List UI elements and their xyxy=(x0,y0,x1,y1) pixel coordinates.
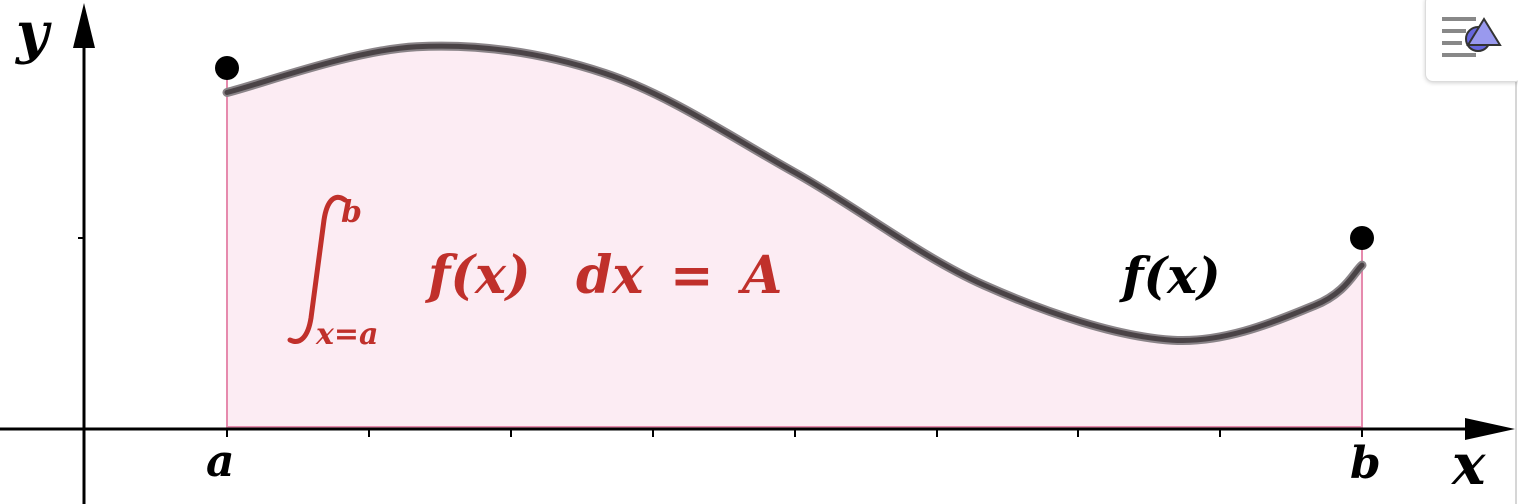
integral-lower-limit: x=a xyxy=(315,317,378,352)
y-axis-arrowhead xyxy=(73,3,95,48)
function-curve xyxy=(224,43,1365,343)
integral-upper-limit: b xyxy=(341,195,362,230)
style-bar-icon xyxy=(1442,17,1502,57)
function-label: f(x) xyxy=(1119,246,1221,305)
endpoint-b[interactable] xyxy=(1350,226,1374,250)
y-axis-label: y xyxy=(14,0,52,66)
equals-sign: = xyxy=(670,245,714,306)
endpoint-a[interactable] xyxy=(215,56,239,80)
integral-sign xyxy=(287,194,348,344)
differential: dx xyxy=(576,245,644,306)
style-bar-toggle-button[interactable] xyxy=(1425,0,1518,82)
x-axis-label: x xyxy=(1451,432,1486,498)
integrand: f(x) xyxy=(424,245,531,306)
integral-area xyxy=(227,46,1362,430)
limit-a-label: a xyxy=(206,436,235,487)
x-axis-arrowhead xyxy=(1465,418,1515,440)
integral-result: A xyxy=(737,245,782,306)
x-axis-ticks xyxy=(226,429,1363,437)
integral-expression: b x=a f(x) dx = A xyxy=(287,194,782,352)
limit-b-label: b xyxy=(1350,438,1381,489)
